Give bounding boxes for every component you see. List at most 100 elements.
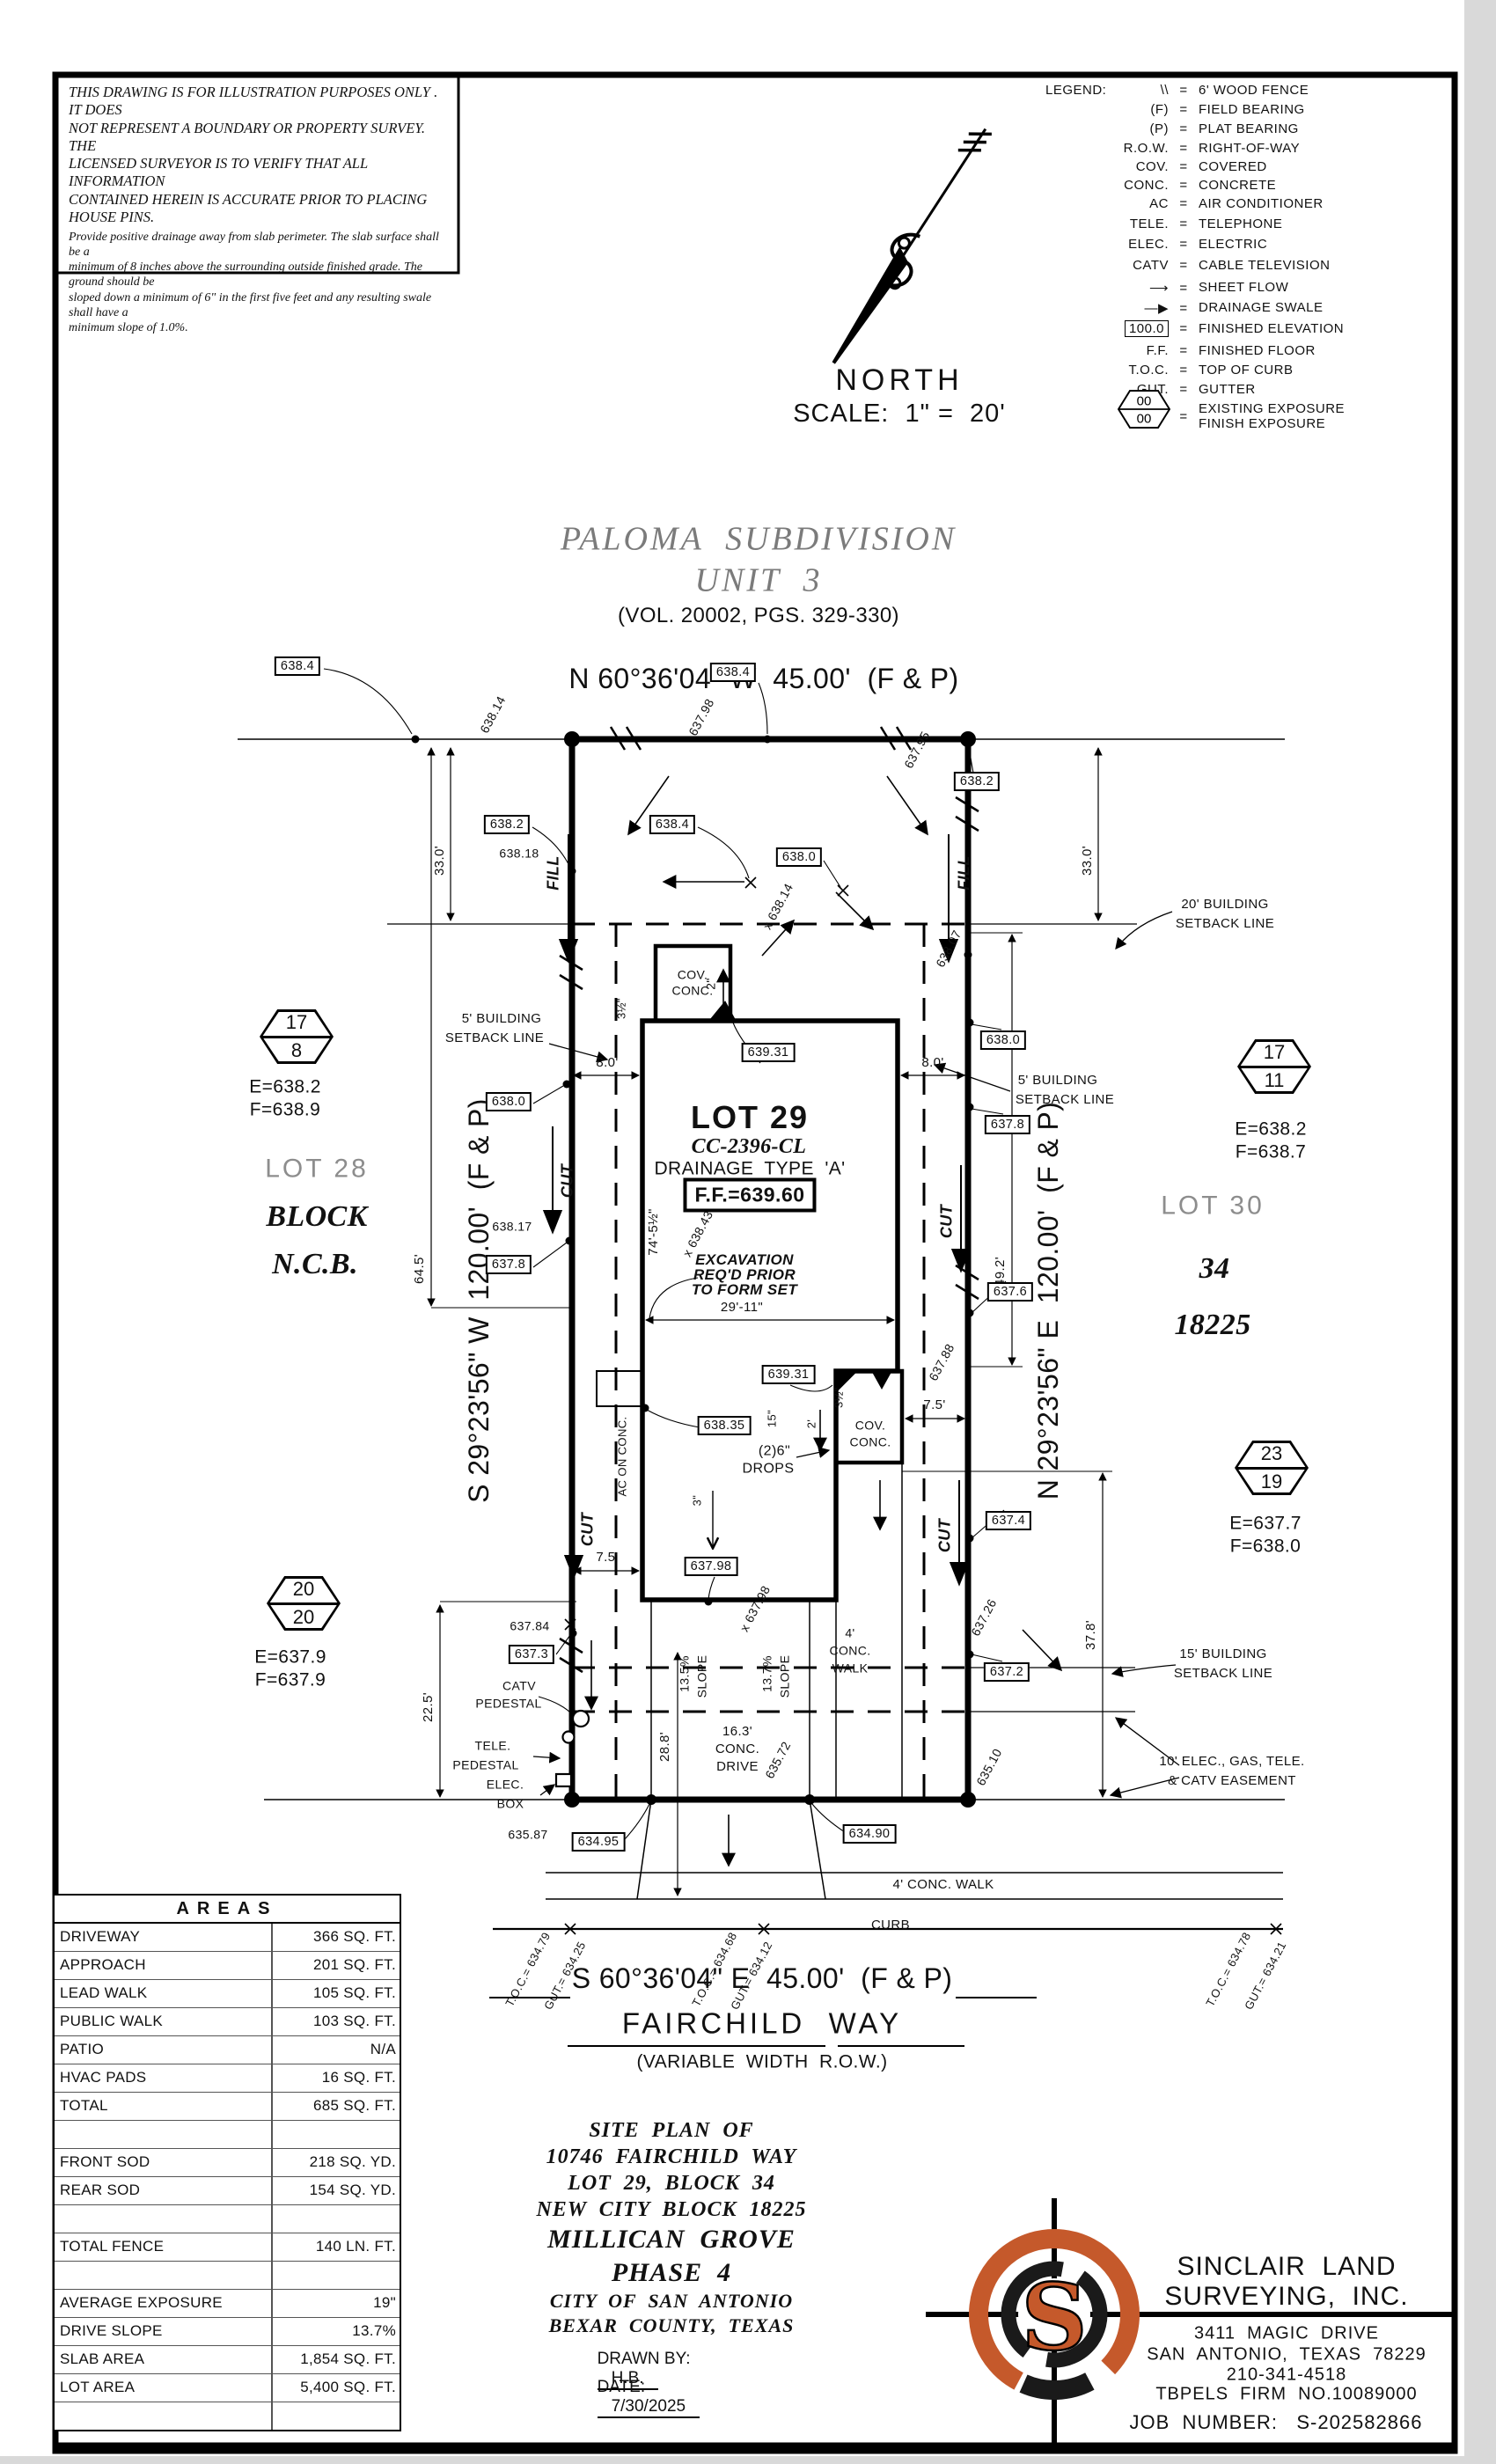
logo-letter: S [1021, 2263, 1087, 2372]
legend-description: DRAINAGE SWALE [1199, 300, 1324, 316]
areas-row-label: LEAD WALK [55, 1980, 273, 2007]
plan-label: 2' [804, 1419, 818, 1429]
plan-label: 13.7% [759, 1655, 774, 1692]
areas-row-label: REAR SOD [55, 2177, 273, 2204]
date-row: DATE: 7/30/2025 [588, 2358, 700, 2418]
areas-table-row: PUBLIC WALK 103 SQ. FT. [55, 2008, 400, 2036]
areas-table-row: PATIO N/A [55, 2036, 400, 2064]
legend-symbol: 100.0 [1045, 320, 1169, 338]
legend-description: FIELD BEARING [1199, 102, 1305, 117]
areas-table-row: LOT AREA 5,400 SQ. FT. [55, 2374, 400, 2402]
plan-label: (2)6" [758, 1443, 791, 1459]
plan-label: 33.0' [1080, 845, 1096, 876]
legend-row: ⟶ = SHEET FLOW [1045, 280, 1459, 296]
legend-title: LEGEND: [1045, 83, 1107, 98]
plan-label: 10' ELEC., GAS, TELE. [1159, 1754, 1305, 1770]
areas-row-value [273, 2262, 400, 2289]
legend-description: COVERED [1199, 159, 1267, 174]
plan-label: CUT [935, 1518, 954, 1553]
legend-description: ELECTRIC [1199, 237, 1268, 252]
areas-row-value: 366 SQ. FT. [312, 1928, 396, 1945]
areas-table-row: REAR SOD 154 SQ. YD. [55, 2177, 400, 2205]
elevation-box: 637.3 [508, 1645, 555, 1664]
plan-label: 13.5% [677, 1655, 692, 1692]
plan-label: BLOCK [266, 1199, 368, 1233]
plan-label: F=637.9 [254, 1669, 326, 1690]
elevation-box: 638.2 [483, 815, 531, 834]
areas-row-label: PATIO [55, 2036, 273, 2064]
title-line: NEW CITY BLOCK 18225 [536, 2198, 807, 2221]
areas-row-value: 19" [373, 2294, 396, 2311]
plan-label: TELE. [474, 1738, 511, 1753]
plan-label: S 29°23'56" W 120.00' (F & P) [463, 1098, 495, 1503]
exposure-hexagon-badge: 17 8 [260, 1009, 334, 1064]
plan-label: SETBACK LINE [1015, 1092, 1115, 1108]
legend-symbol: (F) [1150, 102, 1169, 118]
elevation-box: 634.95 [571, 1832, 626, 1852]
legend-row: GUT. = GUTTER [1045, 382, 1459, 397]
plan-label: 4' CONC. WALK [892, 1877, 994, 1893]
areas-row-label: SLAB AREA [55, 2346, 273, 2373]
plan-label: 15" [765, 1409, 779, 1428]
legend-description: GUTTER [1199, 382, 1256, 397]
title-line: LOT 29, BLOCK 34 [568, 2172, 775, 2195]
legend-row: CONC. = CONCRETE [1045, 178, 1459, 193]
company-firm-number: TBPELS FIRM NO.10089000 [1155, 2384, 1418, 2404]
plan-label: UNIT 3 [694, 561, 823, 599]
areas-row-value: 103 SQ. FT. [312, 2013, 396, 2029]
plan-label: PEDESTAL [475, 1696, 542, 1711]
elevation-box: 637.6 [986, 1282, 1034, 1302]
plan-label: 18225 [1174, 1308, 1251, 1341]
areas-table-row: APPROACH 201 SQ. FT. [55, 1952, 400, 1980]
plan-label: LOT 29 [690, 1098, 810, 1135]
title-line: SITE PLAN OF [589, 2119, 754, 2142]
plan-label: 16.3' [722, 1724, 753, 1740]
exposure-hexagon-badge: 20 20 [267, 1576, 341, 1631]
plan-label: CATV [502, 1678, 536, 1693]
title-line: BEXAR COUNTY, TEXAS [548, 2314, 795, 2336]
areas-table-row: DRIVEWAY 366 SQ. FT. [55, 1924, 400, 1952]
svg-text:00: 00 [1137, 412, 1152, 427]
plan-label: SLOPE [777, 1654, 792, 1698]
plan-label: SETBACK LINE [1175, 916, 1275, 932]
plan-label: CURB [870, 1918, 911, 1933]
plan-label: 29'-11" [720, 1300, 764, 1316]
company-name-line2: SURVEYING, INC. [1164, 2282, 1409, 2311]
legend-description: FINISHED ELEVATION [1199, 321, 1345, 336]
plan-label: 3½" [832, 1387, 846, 1408]
plan-label: N.C.B. [272, 1247, 358, 1280]
areas-row-value: 16 SQ. FT. [321, 2069, 396, 2086]
plan-label: 637.84 [510, 1618, 550, 1633]
plan-label: CONC. [829, 1643, 871, 1658]
legend-symbol: AC [1149, 196, 1169, 212]
legend-symbol: \\ [1160, 83, 1169, 99]
finish-exposure-value: 8 [290, 1039, 303, 1061]
legend: LEGEND: \\ = 6' WOOD FENCE (F) = FIELD B… [1045, 79, 1459, 440]
finish-exposure-value: 19 [1260, 1470, 1283, 1492]
areas-row-value: 218 SQ. YD. [309, 2153, 396, 2170]
legend-symbol: T.O.C. [1128, 363, 1169, 378]
areas-row-label: AVERAGE EXPOSURE [55, 2290, 273, 2317]
areas-table-row: HVAC PADS 16 SQ. FT. [55, 2064, 400, 2093]
legend-row: ELEC. = ELECTRIC [1045, 237, 1459, 252]
areas-table-row [55, 2402, 400, 2430]
plan-label: FAIRCHILD WAY [621, 2006, 903, 2040]
areas-row-label: FRONT SOD [55, 2149, 273, 2176]
plan-label: N 60°36'04" W 45.00' (F & P) [568, 663, 959, 695]
elevation-box: 638.0 [775, 847, 823, 867]
areas-row-label [55, 2121, 273, 2148]
plan-label: 3" [690, 1494, 704, 1507]
plan-label: 22.5' [421, 1691, 436, 1723]
legend-symbol: COV. [1135, 159, 1169, 175]
plan-label: CONC. [849, 1434, 891, 1449]
plan-label: 64.5' [412, 1253, 428, 1285]
areas-row-value [273, 2121, 400, 2148]
legend-row: R.O.W. = RIGHT-OF-WAY [1045, 141, 1459, 156]
legend-row: —▶ = DRAINAGE SWALE [1045, 300, 1459, 316]
plan-label: DRIVE [716, 1759, 759, 1775]
disclaimer-paragraph-1: THIS DRAWING IS FOR ILLUSTRATION PURPOSE… [69, 84, 438, 225]
plan-label: LOT 28 [265, 1154, 369, 1184]
plan-label: 20' BUILDING [1181, 897, 1269, 913]
areas-row-label: TOTAL FENCE [55, 2233, 273, 2261]
